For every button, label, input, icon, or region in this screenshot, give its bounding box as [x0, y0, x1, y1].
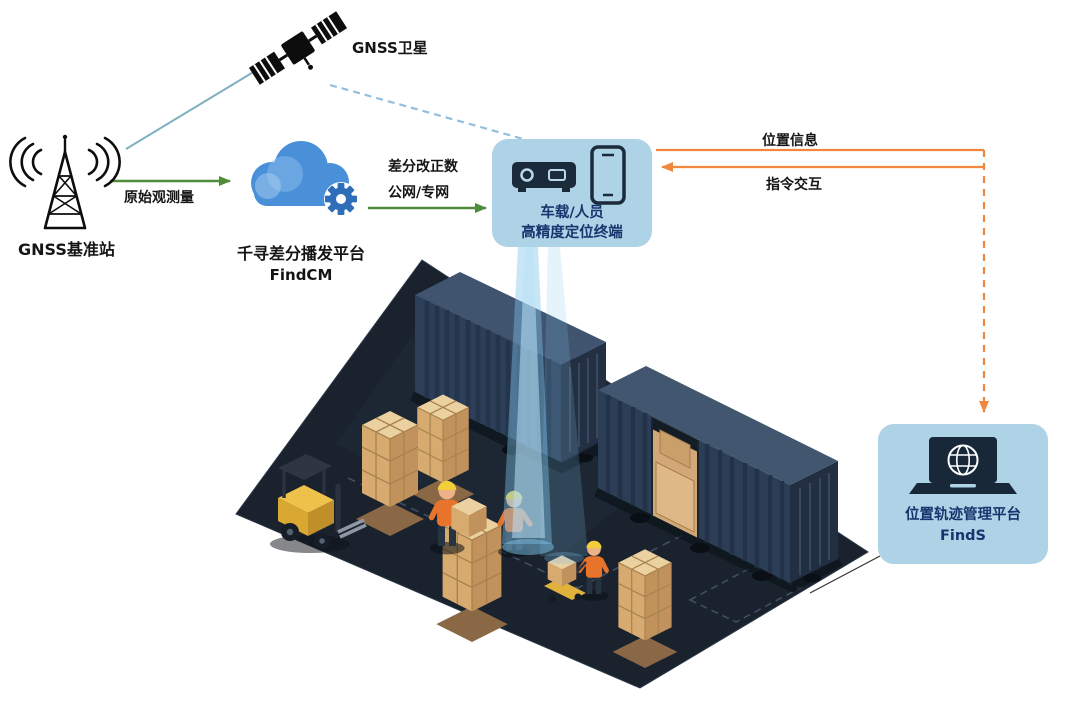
finds-node [878, 424, 1048, 564]
box-stack [355, 410, 425, 537]
corrections-label: 差分改正数 [388, 159, 458, 175]
box-stack [612, 548, 678, 669]
position-info-label: 位置信息 [762, 133, 818, 149]
cloud-platform-label: 千寻差分播发平台 FindCM [206, 240, 396, 284]
receiver-icon [512, 162, 576, 192]
forklift [270, 454, 367, 553]
finds-platform-name: 位置轨迹管理平台 [905, 507, 1021, 523]
pallet-jack [544, 555, 587, 603]
warehouse-floor [235, 259, 869, 689]
shipping-container-open [593, 366, 843, 592]
cloud-icon [251, 141, 358, 216]
satellite-terminal-link [329, 83, 528, 142]
raw-measurement-label: 原始观测量 [124, 190, 194, 206]
base-station-icon [9, 134, 121, 230]
terminal-label: 车载/人员 高精度定位终端 [494, 203, 650, 244]
positioning-beam [502, 247, 588, 564]
gear-icon [324, 182, 358, 216]
terminal-label-line1: 车载/人员 [540, 205, 604, 221]
terminal-node [492, 139, 652, 247]
satellite-base-link [125, 61, 271, 150]
terminal-label-line2: 高精度定位终端 [521, 225, 623, 242]
satellite-icon [248, 11, 348, 85]
carried-box [451, 497, 487, 538]
finds-scene-connector [809, 555, 881, 594]
finds-platform-product: FindS [939, 528, 987, 545]
smartphone-icon [590, 145, 626, 205]
satellite-label: GNSS卫星 [352, 39, 428, 57]
globe-icon [947, 444, 979, 476]
cloud-platform-name: 千寻差分播发平台 [236, 244, 365, 263]
laptop-globe-icon [909, 437, 1017, 494]
cloud-platform-product: FindCM [269, 266, 333, 284]
base-station-label: GNSS基准站 [18, 240, 115, 259]
command-interaction-label: 指令交互 [766, 177, 822, 193]
network-type-label: 公网/专网 [388, 185, 450, 201]
finds-platform-label: 位置轨迹管理平台 FindS [880, 505, 1046, 547]
